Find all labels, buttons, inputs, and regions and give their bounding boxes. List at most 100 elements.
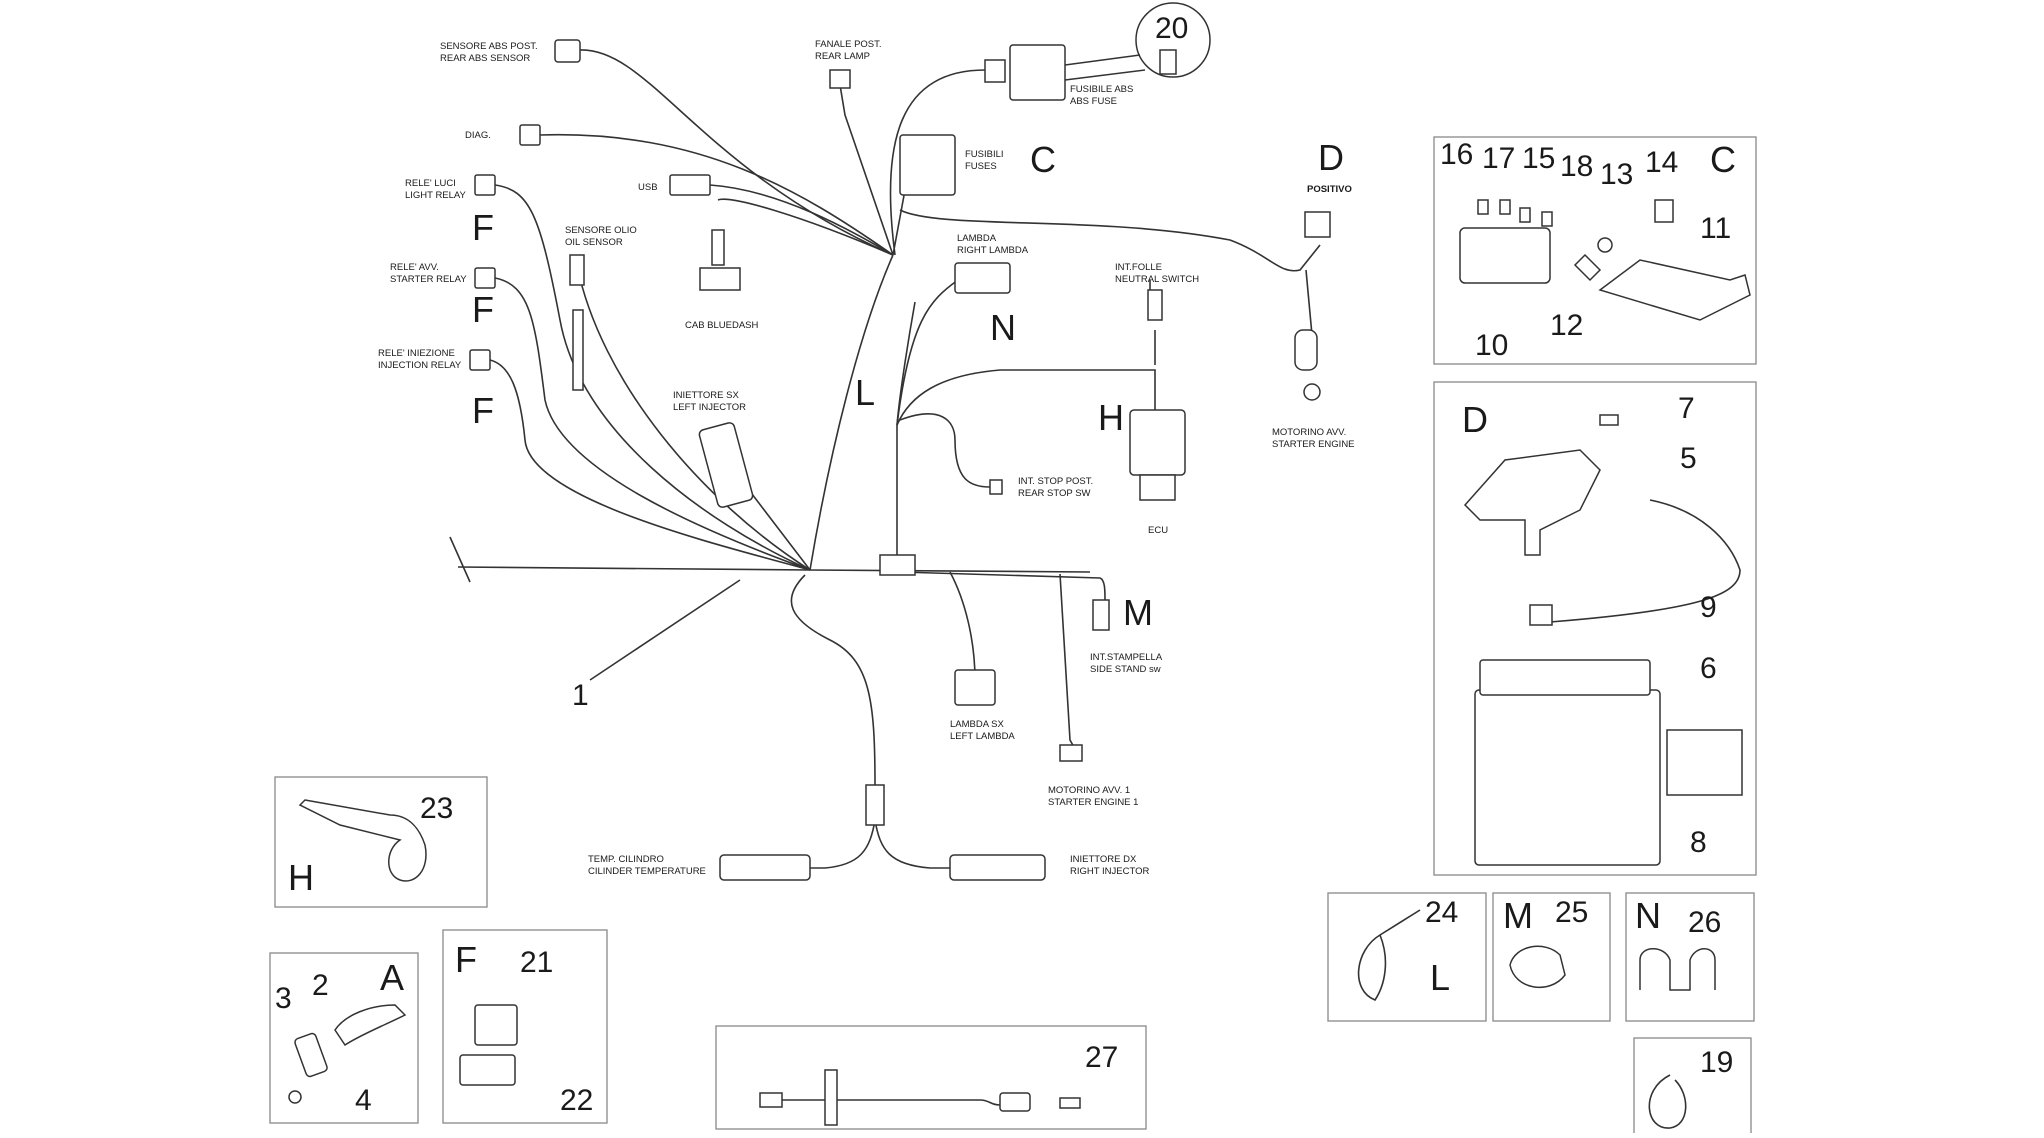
cable-27-plug-a: [759, 1092, 783, 1108]
label-right-lambda-2: RIGHT LAMBDA: [957, 245, 1029, 256]
label-abs-fuse-1: FUSIBILE ABS: [1070, 84, 1133, 95]
screw-12: [1573, 253, 1602, 282]
label-starter-relay-1: RELE' AVV.: [390, 262, 439, 273]
panel-d-frame: [1433, 381, 1757, 876]
clamp-25: [1509, 945, 1566, 989]
bluedash-connector-stem: [711, 229, 725, 266]
letter-c-panel: C: [1710, 139, 1736, 180]
battery-top: [1479, 659, 1651, 696]
letter-f-1: F: [472, 207, 494, 248]
label-positive: POSITIVO: [1307, 184, 1352, 195]
battery-terminal: [1529, 604, 1553, 626]
letter-m-panel: M: [1503, 895, 1533, 936]
starter-engine-1-terminal: [1059, 744, 1083, 762]
label-right-lambda-1: LAMBDA: [957, 233, 997, 244]
number-13: 13: [1600, 158, 1633, 191]
number-9: 9: [1700, 591, 1717, 624]
label-fuses-1: FUSIBILI: [965, 149, 1004, 160]
label-starter-engine-1b: STARTER ENGINE 1: [1048, 797, 1138, 808]
fuses-block: [899, 134, 956, 196]
number-17: 17: [1482, 142, 1515, 175]
label-abs-fuse-2: ABS FUSE: [1070, 96, 1117, 107]
harness-sleeve: [865, 784, 885, 826]
clip-14: [1654, 199, 1674, 223]
label-right-injector-2: RIGHT INJECTOR: [1070, 866, 1149, 877]
label-ecu: ECU: [1148, 525, 1168, 536]
light-relay-connector: [474, 174, 496, 196]
rear-abs-sensor-connector: [554, 39, 581, 63]
diag-connector: [519, 124, 541, 146]
fuse-icon: [1159, 49, 1177, 75]
label-rear-abs-sensor-2: REAR ABS SENSOR: [440, 53, 530, 64]
number-25: 25: [1555, 896, 1588, 929]
right-injector-connector: [949, 854, 1046, 881]
label-injection-relay-1: RELE' INIEZIONE: [378, 348, 455, 359]
panel-n: N 26: [1625, 892, 1755, 1022]
panel-a: 3 2 A 4: [269, 952, 419, 1124]
wiring-harness: [449, 49, 1321, 869]
fuse-box-10: [1459, 227, 1551, 284]
label-light-relay-1: RELE' LUCI: [405, 178, 456, 189]
panel-d: D 7 5 9 6 8: [1433, 381, 1757, 876]
label-oil-sensor-1: SENSORE OLIO: [565, 225, 637, 236]
number-11: 11: [1700, 212, 1731, 245]
panel-c-frame: [1433, 136, 1757, 365]
cable-27: [780, 1099, 1030, 1106]
sensor-3: [294, 1032, 328, 1078]
label-light-relay-2: LIGHT RELAY: [405, 190, 467, 201]
label-usb: USB: [638, 182, 658, 193]
cable-27-clip: [824, 1069, 838, 1126]
usb-connector: [669, 174, 711, 196]
rear-lamp-connector: [829, 69, 851, 89]
starter-relay-connector: [474, 267, 496, 289]
letter-h-main: H: [1098, 397, 1124, 438]
label-starter-engine-1: MOTORINO AVV.: [1272, 427, 1346, 438]
neutral-switch: [1147, 289, 1163, 321]
label-neutral-switch-1: INT.FOLLE: [1115, 262, 1162, 273]
label-starter-engine-2: STARTER ENGINE: [1272, 439, 1355, 450]
label-left-lambda-2: LEFT LAMBDA: [950, 731, 1015, 742]
letter-c-main: C: [1030, 139, 1056, 180]
cylinder-temperature-sensor: [719, 854, 811, 881]
washer-13: [1597, 237, 1613, 253]
label-side-stand-2: SIDE STAND sw: [1090, 664, 1161, 675]
letter-f-3: F: [472, 390, 494, 431]
clip-26: [1639, 948, 1716, 991]
panel-l: 24 L: [1327, 892, 1487, 1022]
panel-h: 23 H: [274, 776, 488, 908]
abs-fuse-connector-a: [984, 59, 1006, 83]
label-cyl-temp-1: TEMP. CILINDRO: [588, 854, 664, 865]
label-neutral-switch-2: NEUTRAL SWITCH: [1115, 274, 1199, 285]
number-23: 23: [420, 792, 453, 825]
relay-socket-22: [459, 1054, 516, 1086]
connectors: [469, 39, 1331, 881]
panel-m: M 25: [1492, 892, 1611, 1022]
label-starter-relay-2: STARTER RELAY: [390, 274, 467, 285]
letter-l-panel: L: [1430, 957, 1450, 998]
label-cab-bluedash: CAB BLUEDASH: [685, 320, 759, 331]
number-14: 14: [1645, 146, 1678, 179]
side-stand-switch: [1092, 599, 1110, 631]
number-2: 2: [312, 969, 329, 1002]
label-fuses-2: FUSES: [965, 161, 997, 172]
sensor-cable-2: [334, 1004, 407, 1047]
number-22: 22: [560, 1084, 593, 1117]
label-starter-engine-1a: MOTORINO AVV. 1: [1048, 785, 1130, 796]
battery-label-8: [1666, 729, 1743, 796]
label-rear-abs-sensor-1: SENSORE ABS POST.: [440, 41, 538, 52]
positive-terminal: [1304, 211, 1331, 238]
panel-27: 27 20: [715, 12, 1188, 1130]
ecu: [1129, 409, 1186, 476]
starter-engine-boot: [1294, 329, 1318, 371]
number-10: 10: [1475, 329, 1508, 362]
number-20: 20: [1155, 12, 1188, 45]
letter-f-2: F: [472, 289, 494, 330]
number-7: 7: [1678, 392, 1695, 425]
number-12: 12: [1550, 309, 1583, 342]
panel-n-frame: [1625, 892, 1755, 1022]
label-left-injector-1: INIETTORE SX: [673, 390, 739, 401]
label-rear-stop-2: REAR STOP SW: [1018, 488, 1091, 499]
cable-27-plug-b: [999, 1092, 1031, 1112]
harness-junction-block: [879, 554, 916, 576]
number-3: 3: [275, 982, 292, 1015]
